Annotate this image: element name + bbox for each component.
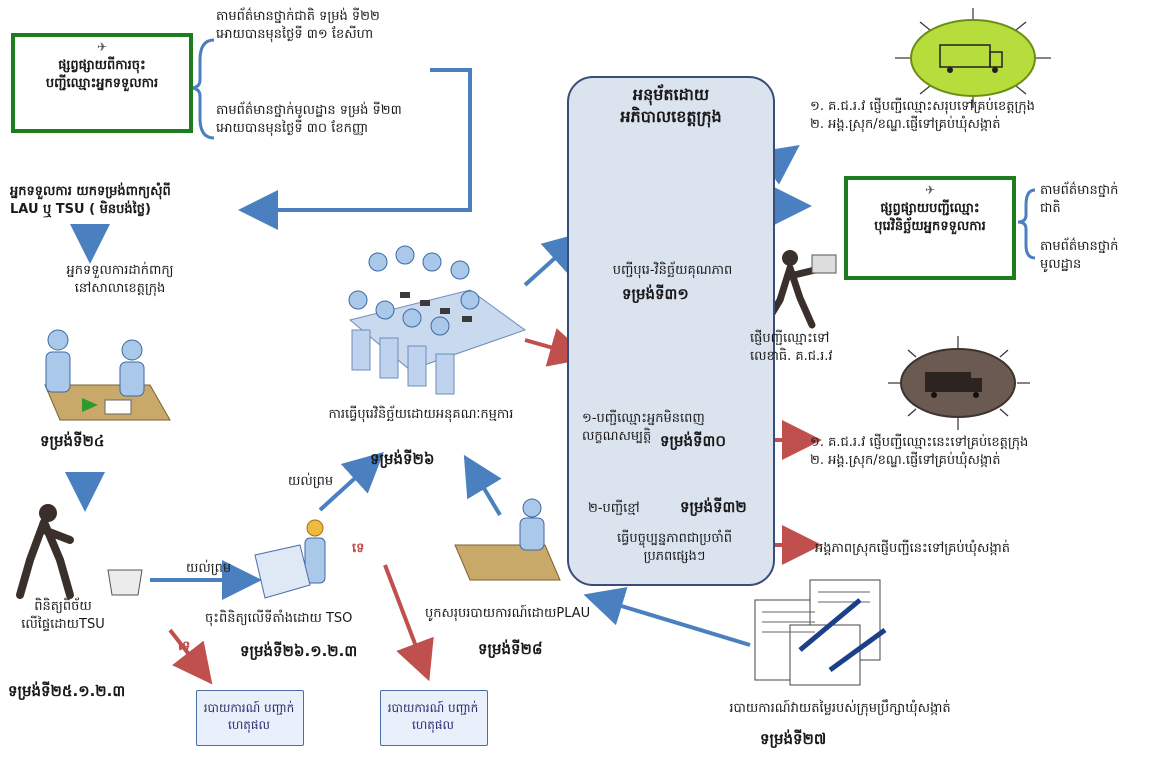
- blacklist-note: ធ្វើបច្ចុប្បន្នភាពជាប្រចាំពី ប្រភពផ្សេងៗ: [616, 531, 733, 564]
- courier-note: ផ្ញើបញ្ជីឈ្មោះទៅ លេខាធិ. គ.ជ.រ.វ: [750, 331, 833, 364]
- form-27: ទម្រង់ទី២៧: [760, 730, 827, 748]
- form-26b: ទម្រង់ទី២៦.១.២.៣: [240, 642, 358, 660]
- arrow-notes-to-collect: [238, 68, 472, 230]
- clerk-desk-illustration: [44, 329, 171, 421]
- prejudgment-announcement-box: ✈ ផ្សព្វផ្សាយបញ្ជីឈ្មោះ បុរេវិនិច្ឆ័យអ្ន…: [844, 176, 1016, 280]
- local-notice: តាមព័ត៌មានថ្នាក់មូលដ្ឋាន ទម្រង់ ទី២៣ អោយ…: [216, 103, 402, 136]
- form-31: ទម្រង់ទី៣១: [622, 285, 689, 303]
- prejudgment-announcement-text: ផ្សព្វផ្សាយបញ្ជីឈ្មោះ បុរេវិនិច្ឆ័យអ្នកទ…: [874, 201, 986, 234]
- send-ineligible-list: ១. គ.ជ.រ.វ ផ្ញើបញ្ជីឈ្មោះនេះទៅគ្រប់ខេត្ត…: [810, 435, 1029, 468]
- no-label-mid: ទេ: [352, 541, 365, 556]
- form-30: ទម្រង់ទី៣០: [660, 432, 726, 450]
- report-doc-mid-label: របាយការណ៍ បញ្ជាក់ហេតុផល: [387, 701, 479, 732]
- send-approved-list: ១. គ.ជ.រ.វ ផ្ញើបញ្ជីឈ្មោះសរុបទៅគ្រប់ខេត្…: [810, 99, 1035, 132]
- plau-summary-step: បូកសរុបរបាយការណ៍ដោយPLAU: [425, 606, 591, 621]
- blacklist: ២-បញ្ជីខ្មៅ: [588, 501, 640, 516]
- collect-form-step: អ្នកទទួលការ យកទម្រង់ពាក្យសុំពី LAU ឬ TSU…: [10, 184, 171, 217]
- tso-worker-illustration: [254, 519, 326, 599]
- inspector-walker-illustration: [16, 504, 143, 599]
- arrow-tso-committee: [318, 451, 384, 512]
- report-doc-left: [196, 690, 304, 746]
- commune-report: របាយការណ៍វាយតម្លៃរបស់ក្រុមប្រឹក្សាឃុំសង្…: [729, 701, 951, 716]
- brace-right: [1017, 188, 1036, 260]
- national-notice: តាមព័ត៌មានថ្នាក់ជាតិ ទម្រង់ ទី២២ អោយបានម…: [216, 9, 380, 42]
- arrow-commune-plau: [583, 586, 751, 647]
- arrow-tso-no: [383, 564, 434, 682]
- report-doc-mid: [380, 690, 488, 746]
- report-doc-left-label: របាយការណ៍ បញ្ជាក់ហេតុផល: [203, 701, 295, 732]
- agree-label-top: យល់ព្រម: [288, 474, 334, 489]
- agree-label-bottom: យល់ព្រម: [186, 561, 232, 576]
- arrow-committee-list1: [523, 231, 584, 287]
- submit-step: អ្នកទទួលការដាក់ពាក្យ នៅសាលាខេត្តក្រុង: [66, 263, 174, 296]
- broadcast-sun-dark-icon: [888, 336, 1030, 430]
- panel-title: អនុម័តដោយ អភិបាលខេត្តក្រុង: [620, 85, 722, 126]
- right-national-notice: តាមព័ត៌មានថ្នាក់ ជាតិ: [1040, 183, 1119, 216]
- form-26: ទម្រង់ទី២៦: [370, 450, 435, 468]
- ministry-logo-icon-2: ✈: [924, 183, 936, 197]
- commune-documents-illustration: [754, 579, 887, 686]
- arrow-plau-committee: [463, 454, 502, 517]
- form-25: ទម្រង់ទី២៥.១.២.៣: [8, 682, 126, 700]
- tso-check-step: ចុះពិនិត្យលើទីតាំងដោយ TSO: [205, 611, 353, 626]
- brace-left: [189, 38, 215, 140]
- approval-panel: [567, 76, 775, 586]
- committee-illustration: [348, 245, 527, 395]
- form-24: ទម្រង់ទី២៤: [40, 432, 105, 450]
- arrow-verify-no: [168, 628, 213, 685]
- no-label-left: ទេ: [178, 639, 191, 654]
- register-announcement-text: ផ្សព្វផ្សាយពីការចុះ បញ្ជីឈ្មោះអ្នកទទួលកា…: [45, 58, 159, 91]
- send-blacklist: អង្គភាពស្រុកផ្ញើបញ្ជីនេះទៅគ្រប់ឃុំសង្កាត…: [815, 541, 1010, 556]
- ministry-logo-icon: ✈: [96, 40, 108, 54]
- broadcast-sun-green-icon: [895, 8, 1051, 108]
- prejudgment-list: បញ្ជីបុរេ-វិនិច្ឆ័យគុណភាព: [612, 263, 733, 278]
- courier-illustration: [761, 250, 837, 329]
- form-28: ទម្រង់ទី២៨: [478, 640, 543, 658]
- plau-desk-illustration: [454, 498, 561, 581]
- form-32: ទម្រង់ទី៣២: [680, 498, 747, 516]
- tsu-verify-step: ពិនិត្យពិច័យ លើផ្ទៃដោយTSU: [21, 599, 105, 632]
- committee-step: ការធ្វើបុរេវិនិច្ឆ័យដោយអនុគណៈកម្មការ: [328, 407, 514, 422]
- ineligible-list: ១-បញ្ជីឈ្មោះអ្នកមិនពេញ លក្ខណសម្បត្តិ: [582, 411, 705, 444]
- right-local-notice: តាមព័ត៌មានថ្នាក់ មូលដ្ឋាន: [1040, 239, 1119, 272]
- register-announcement-box: ✈ ផ្សព្វផ្សាយពីការចុះ បញ្ជីឈ្មោះអ្នកទទួល…: [11, 33, 193, 133]
